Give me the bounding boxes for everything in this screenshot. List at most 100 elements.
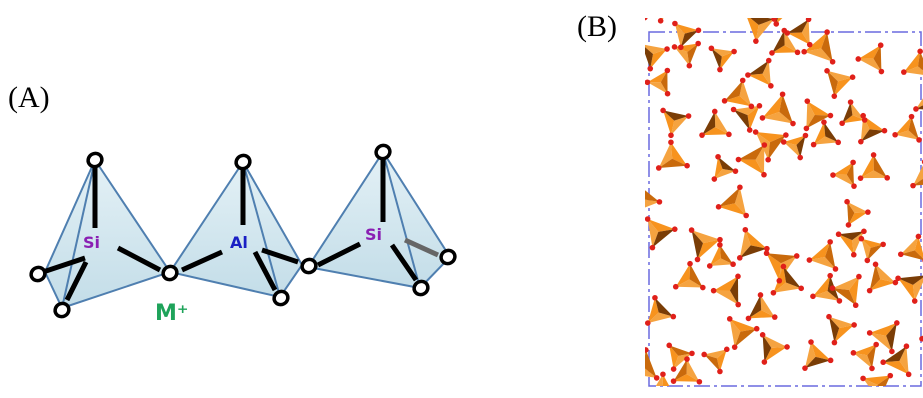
framework-tetrahedron-face <box>745 229 767 249</box>
framework-oxygen <box>864 257 871 264</box>
framework-oxygen <box>664 67 671 74</box>
framework-oxygen <box>889 348 895 355</box>
oxygen-atom <box>412 279 430 297</box>
framework-tetrahedron-face <box>719 244 734 265</box>
framework-oxygen <box>633 208 639 214</box>
oxygen-atom <box>86 151 104 169</box>
framework-oxygen <box>639 42 645 48</box>
framework-tetrahedron-face <box>645 199 646 200</box>
framework-tetrahedron-face <box>869 322 897 336</box>
framework-tetrahedron-face <box>768 135 786 160</box>
framework-tetrahedron-face <box>622 18 645 27</box>
framework-oxygen <box>737 184 743 191</box>
framework-oxygen <box>726 131 732 138</box>
framework-tetrahedron-face <box>674 46 690 66</box>
framework-tetrahedron-face <box>714 168 736 180</box>
framework-oxygen <box>790 120 796 127</box>
framework-tetrahedron-face <box>747 105 760 131</box>
framework-tetrahedron-face <box>812 275 831 297</box>
framework-oxygen <box>810 293 816 300</box>
framework-oxygen <box>827 112 834 119</box>
framework-tetrahedron-face <box>691 230 704 260</box>
framework-oxygen <box>761 359 768 365</box>
framework-oxygen <box>752 129 759 135</box>
framework-tetrahedron-face <box>823 122 839 143</box>
framework-tetrahedron-face <box>650 49 668 69</box>
framework-oxygen <box>736 255 743 261</box>
framework-oxygen <box>806 41 813 48</box>
framework-tetrahedron-face <box>660 70 668 94</box>
framework-oxygen <box>835 231 842 238</box>
framework-tetrahedron-face <box>783 266 802 289</box>
framework-oxygen <box>715 204 722 210</box>
framework-oxygen <box>858 235 865 242</box>
framework-oxygen <box>851 183 857 189</box>
framework-tetrahedron-face <box>898 278 915 302</box>
framework-oxygen <box>678 0 684 5</box>
framework-oxygen <box>759 332 766 338</box>
framework-tetrahedron-face <box>622 23 638 40</box>
framework-tetrahedron-face <box>691 230 720 244</box>
framework-oxygen <box>849 74 856 80</box>
oxygen-atom <box>272 289 290 307</box>
framework-tetrahedron-face <box>899 346 909 375</box>
framework-tetrahedron-face <box>914 236 923 259</box>
framework-tetrahedron-face <box>846 162 855 187</box>
framework-oxygen <box>743 12 749 18</box>
oxygen-atom <box>374 143 392 161</box>
framework-tetrahedron-face <box>654 297 674 317</box>
framework-oxygen <box>645 79 651 86</box>
framework-oxygen <box>699 132 705 138</box>
framework-tetrahedron-face <box>729 276 739 305</box>
tetrahedron-left-edge <box>61 159 96 309</box>
framework-oxygen <box>689 350 695 357</box>
framework-oxygen <box>919 335 923 342</box>
framework-oxygen <box>657 18 664 24</box>
framework-oxygen <box>743 212 749 219</box>
framework-oxygen <box>619 20 625 26</box>
framework-tetrahedron-face <box>883 346 907 363</box>
framework-tetrahedron-face <box>779 94 793 124</box>
framework-tetrahedron-face <box>738 145 765 160</box>
framework-oxygen <box>794 1 800 7</box>
framework-tetrahedron-face <box>827 70 853 82</box>
framework-oxygen <box>745 72 751 78</box>
framework-oxygen <box>806 257 813 263</box>
framework-tetrahedron-face <box>738 159 764 175</box>
framework-oxygen <box>769 50 775 56</box>
framework-tetrahedron-face <box>718 203 747 216</box>
framework-oxygen <box>653 375 660 381</box>
framework-tetrahedron-face <box>673 374 700 382</box>
framework-tetrahedron-face <box>663 110 675 136</box>
framework-tetrahedron-face <box>867 244 884 261</box>
framework-oxygen <box>717 236 723 243</box>
framework-oxygen <box>660 107 666 114</box>
tetrahedron-center: Al <box>168 160 304 299</box>
framework-oxygen <box>901 69 907 75</box>
framework-oxygen <box>860 112 866 119</box>
framework-tetrahedron-face <box>828 316 840 343</box>
si-atom-label: Si <box>365 225 382 244</box>
framework-tetrahedron-face <box>747 60 769 75</box>
framework-oxygen <box>861 117 868 123</box>
framework-oxygen <box>759 115 766 121</box>
framework-tetrahedron-face <box>860 129 885 142</box>
bond-line <box>64 260 89 302</box>
framework-tetrahedron-face <box>842 102 853 124</box>
framework-oxygen <box>672 283 679 290</box>
framework-oxygen <box>892 131 898 138</box>
framework-oxygen <box>861 228 867 235</box>
framework-tetrahedron-face <box>702 126 729 136</box>
framework-tetrahedron-face <box>863 115 885 131</box>
framework-oxygen <box>761 171 767 178</box>
framework-oxygen <box>897 251 904 258</box>
framework-oxygen <box>824 67 830 74</box>
framework-oxygen <box>826 313 832 320</box>
panel-a-label: (A) <box>8 81 50 114</box>
bond-line <box>180 249 224 273</box>
framework-oxygen <box>765 57 772 64</box>
framework-tetrahedron-face <box>873 45 882 72</box>
framework-oxygen <box>835 139 842 146</box>
framework-tetrahedron-face <box>655 374 663 386</box>
framework-tetrahedron-face <box>883 360 909 375</box>
